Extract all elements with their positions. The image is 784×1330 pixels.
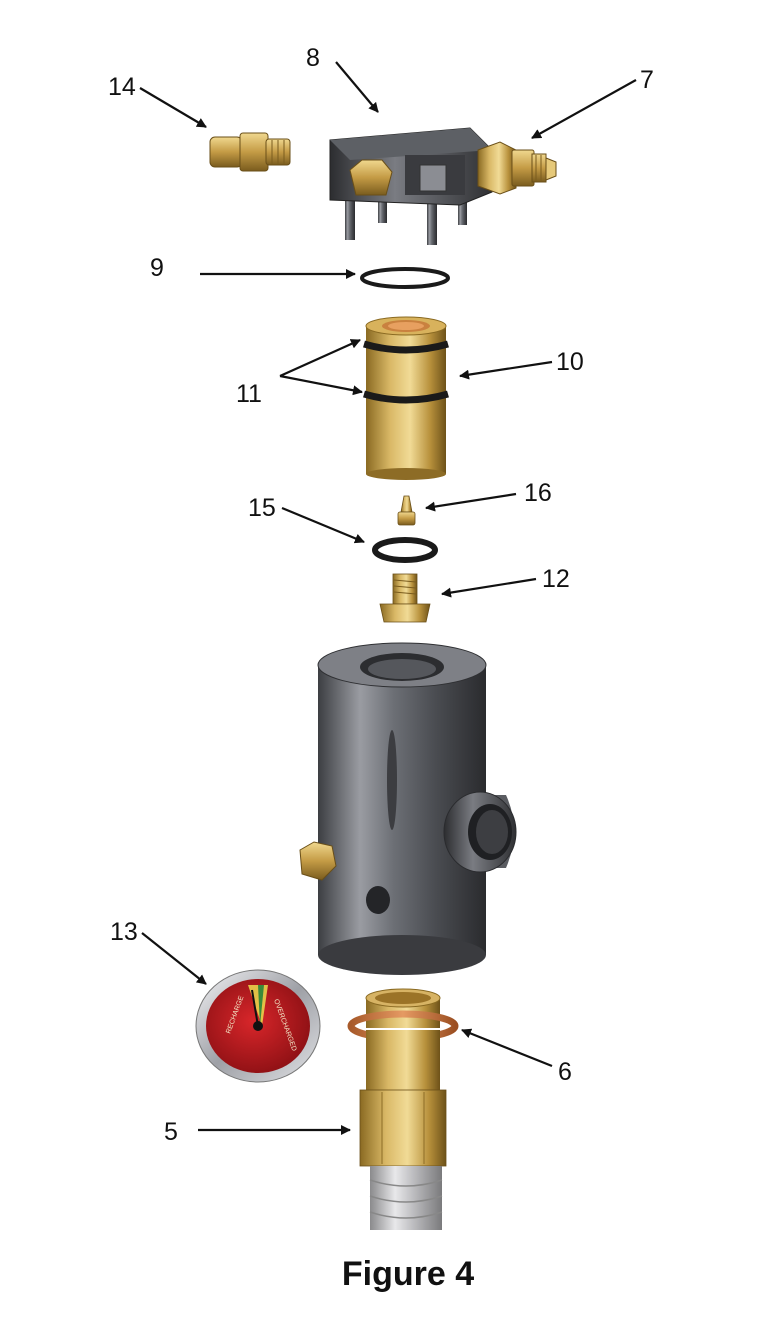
part-8-valve-head <box>329 127 517 245</box>
part-7-flare-fitting <box>511 149 557 187</box>
label-7: 7 <box>640 66 654 94</box>
part-15-o-ring <box>372 537 438 563</box>
part-9-o-ring <box>360 267 450 289</box>
leader-arrows <box>139 61 637 1135</box>
part-labels: 14 8 7 9 11 10 16 15 12 13 6 5 <box>108 44 654 1146</box>
label-11: 11 <box>236 380 262 408</box>
arrow-11a <box>279 338 361 378</box>
part-14-brass-adapter <box>209 132 291 172</box>
arrow-14 <box>139 87 207 128</box>
arrow-7 <box>531 79 637 139</box>
part-6-brass-adapter <box>347 988 459 1090</box>
main-valve-body <box>299 642 517 975</box>
arrow-16 <box>425 492 517 512</box>
label-5: 5 <box>164 1118 178 1146</box>
arrow-12 <box>441 577 537 598</box>
label-6: 6 <box>558 1058 572 1086</box>
label-8: 8 <box>306 44 320 72</box>
part-13-pressure-gauge: RECHARGE OVERCHARGED <box>195 969 321 1083</box>
part-12-valve-fitting <box>379 573 431 623</box>
arrow-13 <box>141 932 207 985</box>
label-12: 12 <box>542 565 570 593</box>
part-16-valve-core <box>397 495 416 526</box>
label-16: 16 <box>524 479 552 507</box>
figure-caption: Figure 4 <box>342 1255 474 1293</box>
arrow-15 <box>281 506 365 544</box>
arrow-8 <box>335 61 379 113</box>
label-10: 10 <box>556 348 584 376</box>
label-13: 13 <box>110 918 138 946</box>
label-14: 14 <box>108 73 136 101</box>
part-5-hose-assembly <box>359 1089 447 1230</box>
arrow-10 <box>459 360 553 380</box>
arrow-6 <box>461 1028 553 1068</box>
label-15: 15 <box>248 494 276 522</box>
label-9: 9 <box>150 254 164 282</box>
arrow-11b <box>279 374 363 396</box>
part-11-o-rings <box>363 340 449 404</box>
